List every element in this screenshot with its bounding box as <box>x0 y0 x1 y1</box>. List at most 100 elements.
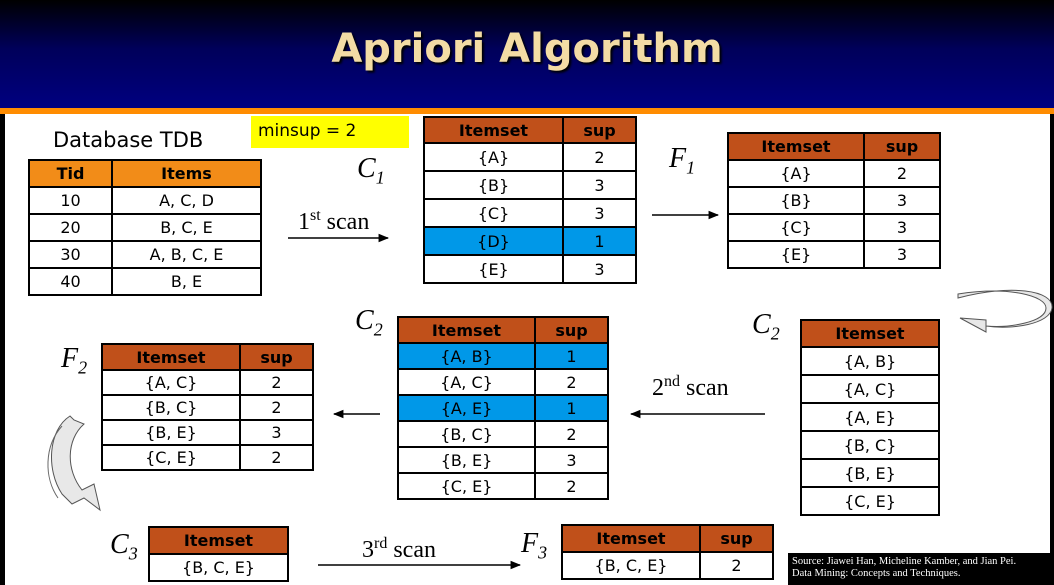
table-row: 20 B, C, E <box>28 213 262 242</box>
title-bar: Apriori Algorithm <box>0 0 1054 108</box>
scan-number: 2 <box>652 375 664 401</box>
table-row-pruned: {A, E}1 <box>397 394 609 422</box>
f2-main: F <box>61 343 79 374</box>
sup-cell: 3 <box>562 198 637 228</box>
left-border <box>0 114 5 585</box>
table-row: {B, C, E}2 <box>561 551 774 580</box>
c2-main: C <box>752 309 771 340</box>
itemset-cell: {A, C} <box>800 374 940 404</box>
scan-number: 1 <box>298 209 310 235</box>
scan-word: scan <box>320 209 370 235</box>
slide-title: Apriori Algorithm <box>331 26 723 72</box>
table-header: Itemset <box>727 132 865 161</box>
table-header: sup <box>699 524 774 553</box>
f1-label: F1 <box>669 143 695 179</box>
table-row: {C}3 <box>423 198 637 228</box>
table-row-pruned: {D}1 <box>423 226 637 256</box>
c2-counted-label: C2 <box>355 305 383 341</box>
f2-table: Itemset sup {A, C}2 {B, C}2 {B, E}3 {C, … <box>101 343 314 471</box>
sup-cell: 1 <box>534 342 609 370</box>
scan-suffix: rd <box>374 535 388 552</box>
tid-cell: 30 <box>28 240 113 269</box>
tid-cell: 40 <box>28 267 113 296</box>
table-row: {A}2 <box>423 142 637 172</box>
table-header: Itemset <box>101 343 241 371</box>
accent-rule <box>0 108 1054 114</box>
itemset-cell: {B, C, E} <box>148 553 289 582</box>
table-row: {B, C}2 <box>101 394 314 421</box>
source-citation: Source: Jiawei Han, Micheline Kamber, an… <box>788 553 1054 585</box>
table-header: Itemset <box>423 116 564 144</box>
sup-cell: 2 <box>534 420 609 448</box>
table-row: {C, E}2 <box>101 444 314 471</box>
table-header: sup <box>239 343 314 371</box>
sup-cell: 2 <box>239 444 314 471</box>
items-cell: A, C, D <box>111 186 262 215</box>
second-scan-label: 2nd scan <box>652 373 729 402</box>
itemset-cell: {B, C} <box>800 430 940 460</box>
c1-main: C <box>357 153 376 184</box>
f2-sub: 2 <box>78 357 88 378</box>
itemset-cell: {A, C} <box>101 369 241 396</box>
sup-cell: 2 <box>863 159 941 188</box>
sup-cell: 2 <box>534 368 609 396</box>
sup-cell: 3 <box>239 419 314 446</box>
table-row: {A, B} <box>800 346 940 376</box>
source-line-1: Source: Jiawei Han, Micheline Kamber, an… <box>792 556 1017 567</box>
sup-cell: 1 <box>534 394 609 422</box>
itemset-cell: {A, C} <box>397 368 536 396</box>
sup-cell: 2 <box>562 142 637 172</box>
table-row: {B, E} <box>800 458 940 488</box>
sup-cell: 3 <box>562 254 637 284</box>
items-cell: B, C, E <box>111 213 262 242</box>
table-row: {B}3 <box>423 170 637 200</box>
c3-main: C <box>110 529 129 560</box>
table-header: Itemset <box>800 319 940 348</box>
table-header: Itemset <box>397 316 536 344</box>
first-scan-label: 1st scan <box>298 207 369 236</box>
c2-sub: 2 <box>770 323 780 344</box>
c2-main: C <box>355 305 374 336</box>
itemset-cell: {B, E} <box>397 446 536 474</box>
scan-suffix: st <box>310 207 321 224</box>
c3-label: C3 <box>110 529 138 565</box>
c2-candidates-table: Itemset {A, B} {A, C} {A, E} {B, C} {B, … <box>800 319 940 516</box>
itemset-cell: {A, B} <box>800 346 940 376</box>
itemset-cell: {A, E} <box>397 394 536 422</box>
itemset-cell: {B} <box>727 186 865 215</box>
tid-cell: 10 <box>28 186 113 215</box>
itemset-cell: {D} <box>423 226 564 256</box>
itemset-cell: {A} <box>423 142 564 172</box>
itemset-cell: {B, C} <box>397 420 536 448</box>
c1-sub: 1 <box>375 167 385 188</box>
itemset-cell: {B, C, E} <box>561 551 701 580</box>
sup-cell: 3 <box>534 446 609 474</box>
table-header: Tid <box>28 159 113 188</box>
scan-number: 3 <box>362 537 374 563</box>
tid-cell: 20 <box>28 213 113 242</box>
itemset-cell: {C} <box>727 213 865 242</box>
table-row: {B, E}3 <box>101 419 314 446</box>
third-scan-label: 3rd scan <box>362 535 436 564</box>
table-row: {E}3 <box>727 240 941 269</box>
table-row: {C}3 <box>727 213 941 242</box>
itemset-cell: {B, E} <box>800 458 940 488</box>
f1-main: F <box>669 143 687 174</box>
items-cell: A, B, C, E <box>111 240 262 269</box>
table-row: {A, C}2 <box>101 369 314 396</box>
table-row: 10 A, C, D <box>28 186 262 215</box>
itemset-cell: {B, E} <box>101 419 241 446</box>
itemset-cell: {C, E} <box>101 444 241 471</box>
itemset-cell: {E} <box>727 240 865 269</box>
itemset-cell: {C, E} <box>397 472 536 500</box>
table-row: {B}3 <box>727 186 941 215</box>
itemset-cell: {B, C} <box>101 394 241 421</box>
curved-arrow-left-icon <box>47 415 101 512</box>
sup-cell: 1 <box>562 226 637 256</box>
sup-cell: 2 <box>534 472 609 500</box>
sup-cell: 2 <box>239 394 314 421</box>
table-header: sup <box>863 132 941 161</box>
table-row: {B, C}2 <box>397 420 609 448</box>
f2-label: F2 <box>61 343 87 379</box>
